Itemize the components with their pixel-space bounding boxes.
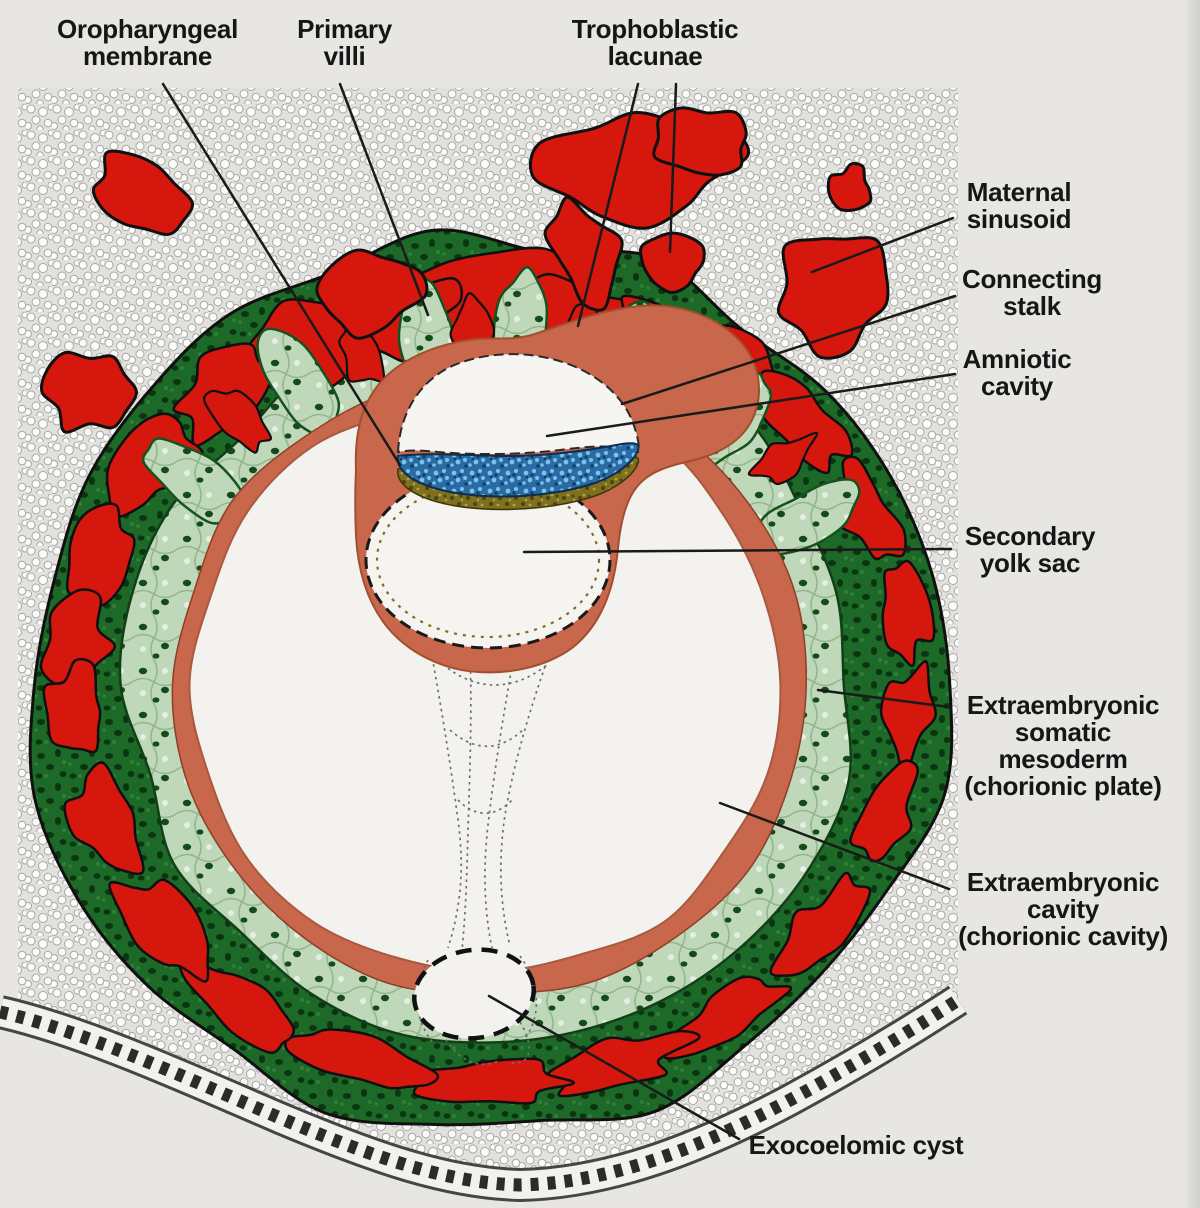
lacuna-blob	[769, 871, 872, 977]
epiblast-band	[396, 442, 640, 498]
leader-line	[522, 547, 953, 554]
lacuna-blob	[42, 657, 102, 754]
maternal-sinusoid-blob	[826, 162, 873, 212]
maternal-sinusoid-blob	[543, 195, 624, 312]
maternal-sinusoid-group	[39, 106, 890, 434]
screenshot-edge-shadow	[1184, 0, 1200, 1208]
leader-line	[718, 801, 951, 891]
epithelium-cell-nuclei	[0, 994, 962, 1192]
bilaminar-embryo-group	[354, 304, 760, 674]
leader-line	[668, 82, 678, 254]
lacuna-blob	[178, 957, 296, 1055]
maternal-sinusoid-blob	[652, 106, 748, 177]
lacuna-blob	[412, 1057, 576, 1105]
label-leader-lines	[161, 82, 957, 1141]
intervillous-blood-blob	[203, 389, 273, 454]
exocoelomic-cyst-shape	[412, 947, 536, 1041]
lacuna-blob	[849, 759, 920, 863]
maternal-sinusoid-blob	[638, 231, 706, 295]
lacuna-blob	[879, 660, 937, 779]
leader-line	[338, 82, 430, 317]
intervillous-blood-blob	[747, 431, 819, 486]
lacuna-blob	[284, 1028, 440, 1090]
leader-line	[576, 82, 640, 328]
leader-line	[487, 994, 741, 1141]
leader-line	[816, 688, 951, 709]
lacuna-blob	[63, 761, 145, 876]
yolk-sac-endoderm-lining	[375, 481, 601, 639]
leader-line	[545, 372, 957, 438]
amniotic-cavity-shape	[396, 353, 640, 456]
maternal-sinusoid-blob	[315, 248, 429, 340]
uterine-epithelium-band	[0, 985, 968, 1203]
lacuna-blob	[108, 878, 210, 983]
label-exocoelomic-cyst: Exocoelomic cyst	[748, 1130, 964, 1160]
maternal-sinusoid-blob	[776, 236, 890, 360]
lacuna-blob	[881, 559, 936, 668]
leader-line	[620, 294, 957, 406]
maternal-sinusoid-blob	[91, 149, 194, 236]
leader-line	[810, 216, 955, 274]
leader-line	[161, 82, 402, 467]
maternal-sinusoid-blob	[39, 350, 138, 434]
lacuna-blob	[546, 1029, 701, 1098]
lacuna-blob	[759, 369, 854, 475]
